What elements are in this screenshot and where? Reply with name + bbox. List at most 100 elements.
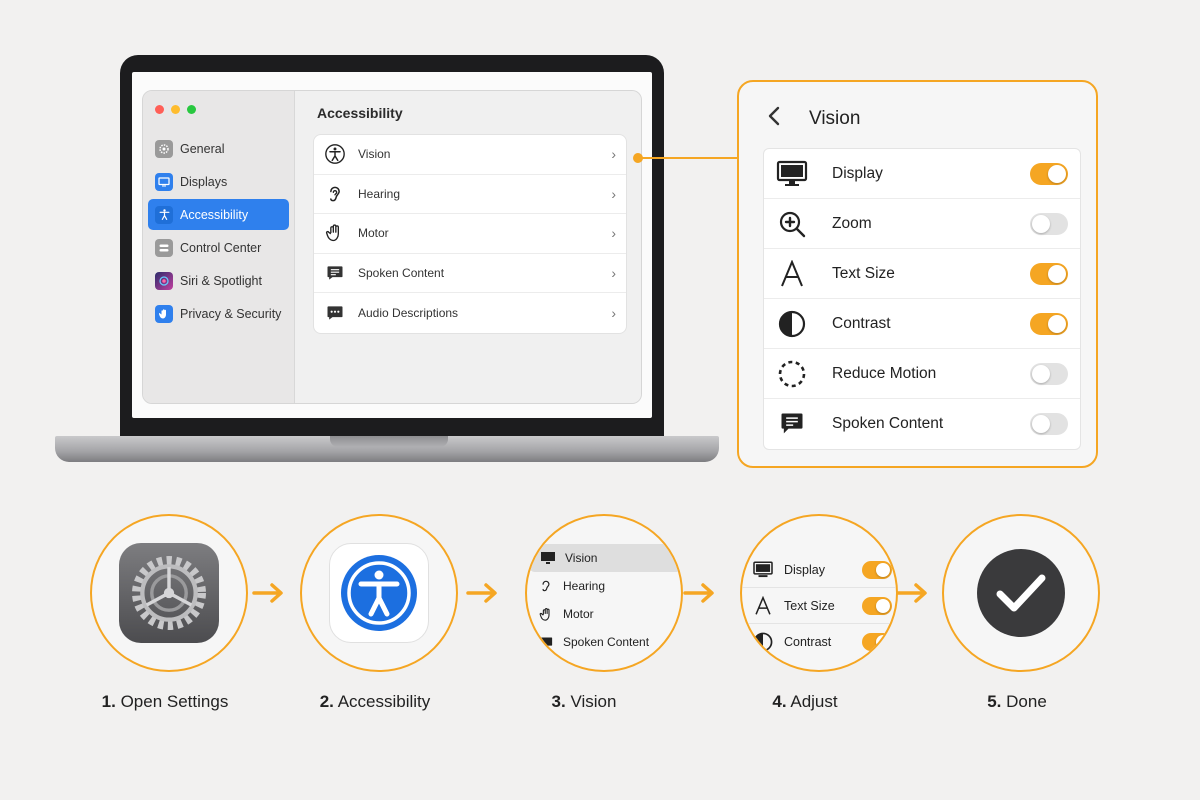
sidebar-item-label: General: [180, 141, 225, 156]
vision-row-reduce-motion: Reduce Motion: [764, 349, 1080, 399]
chevron-right-icon: ›: [611, 304, 616, 321]
step-4-label: 4. Adjust: [772, 692, 838, 711]
list-item-motor[interactable]: Motor ›: [314, 214, 626, 254]
mini-adjust-contrast: Contrast: [742, 624, 896, 660]
display-toggle[interactable]: [1030, 162, 1068, 185]
step-4-circle: Display Text Size Contrast: [740, 514, 898, 672]
step-1-circle: [90, 514, 248, 672]
vision-row-label: Zoom: [832, 214, 872, 232]
mini-item-motor: Motor: [527, 600, 681, 628]
step-5-circle: [942, 514, 1100, 672]
accessibility-icon: [341, 555, 417, 631]
mini-item-label: Vision: [565, 551, 598, 565]
chevron-right-icon: ›: [611, 264, 616, 281]
list-item-hearing[interactable]: Hearing ›: [314, 175, 626, 214]
zoom-window-button[interactable]: [187, 105, 196, 114]
sidebar-item-displays[interactable]: Displays: [148, 166, 289, 197]
mini-item-label: Spoken Content: [563, 635, 650, 649]
vision-panel-header: Vision: [767, 106, 860, 131]
text-size-icon: [776, 258, 808, 290]
connector-line: [641, 157, 763, 159]
contrast-icon: [776, 308, 808, 340]
page-title: Accessibility: [317, 105, 403, 121]
gear-icon: [155, 139, 173, 158]
vision-row-display: Display: [764, 149, 1080, 199]
sidebar-item-accessibility[interactable]: Accessibility: [148, 199, 289, 230]
accessibility-icon: [155, 205, 173, 224]
list-item-audio-descriptions[interactable]: Audio Descriptions ›: [314, 293, 626, 333]
close-window-button[interactable]: [155, 105, 164, 114]
list-item-label: Spoken Content: [358, 265, 445, 280]
mini-text-size-toggle: [862, 596, 892, 615]
arrow-right-icon: [683, 583, 714, 603]
speech-bubble-icon: [776, 408, 808, 440]
list-item-label: Hearing: [358, 186, 401, 201]
text-size-toggle[interactable]: [1030, 262, 1068, 285]
back-chevron-icon[interactable]: [767, 106, 781, 131]
minimize-window-button[interactable]: [171, 105, 180, 114]
ear-icon: [324, 183, 346, 205]
chevron-right-icon: ›: [611, 225, 616, 242]
list-item-vision[interactable]: Vision ›: [314, 135, 626, 175]
step-3-circle: Vision Hearing Motor Spoken Content: [525, 514, 683, 672]
sidebar-item-label: Displays: [180, 174, 228, 189]
hand-icon: [324, 222, 346, 244]
sidebar-item-privacy-security[interactable]: Privacy & Security: [148, 298, 289, 329]
mini-adjust-label: Text Size: [784, 598, 835, 613]
chevron-right-icon: ›: [611, 185, 616, 202]
mini-adjust-text-size: Text Size: [742, 588, 896, 624]
sidebar-item-siri-spotlight[interactable]: Siri & Spotlight: [148, 265, 289, 296]
control-center-icon: [155, 238, 173, 257]
vision-row-label: Display: [832, 164, 883, 182]
ear-icon: [537, 577, 555, 595]
mini-vision-list: Vision Hearing Motor Spoken Content: [527, 544, 681, 656]
mini-contrast-toggle: [862, 633, 892, 651]
vision-row-zoom: Zoom: [764, 199, 1080, 249]
gear-icon: [132, 556, 206, 630]
text-size-icon: [752, 595, 774, 617]
accessibility-list: Vision › Hearing › Motor ›: [313, 134, 627, 334]
step-2-circle: [300, 514, 458, 672]
reduce-motion-toggle[interactable]: [1030, 362, 1068, 385]
zoom-icon: [776, 208, 808, 240]
mini-adjust-label: Display: [784, 562, 825, 577]
display-icon: [155, 172, 173, 191]
sidebar-item-label: Siri & Spotlight: [180, 273, 262, 288]
mini-item-vision: Vision: [529, 544, 681, 572]
arrow-right-icon: [252, 583, 283, 603]
mini-item-label: Hearing: [563, 579, 606, 593]
step-1-label: 1. Open Settings: [101, 692, 229, 711]
vision-row-label: Contrast: [832, 314, 891, 332]
speech-bubble-icon: [537, 633, 555, 651]
sidebar-item-general[interactable]: General: [148, 133, 289, 164]
mini-adjust-display: Display: [742, 552, 896, 588]
vision-panel-title: Vision: [809, 107, 861, 129]
list-item-spoken-content[interactable]: Spoken Content ›: [314, 254, 626, 293]
list-item-label: Vision: [358, 147, 391, 162]
siri-icon: [155, 271, 173, 290]
chevron-right-icon: ›: [611, 146, 616, 163]
vision-panel: Vision Display Zoom Text Size: [737, 80, 1098, 468]
contrast-toggle[interactable]: [1030, 312, 1068, 335]
display-icon: [752, 559, 774, 581]
mini-display-toggle: [862, 560, 892, 579]
arrow-right-icon: [466, 583, 497, 603]
contrast-icon: [752, 631, 774, 653]
hand-icon: [537, 605, 555, 623]
speech-bubble-icon: [324, 262, 346, 284]
display-icon: [539, 549, 557, 567]
vision-settings-list: Display Zoom Text Size Contrast: [763, 148, 1081, 450]
vision-row-spoken-content: Spoken Content: [764, 399, 1080, 449]
connector-dot: [633, 153, 643, 163]
mini-adjust-list: Display Text Size Contrast: [742, 552, 896, 660]
spoken-content-toggle[interactable]: [1030, 413, 1068, 435]
window-controls: [155, 105, 196, 114]
checkmark-icon: [977, 549, 1065, 637]
mini-item-label: Motor: [563, 607, 594, 621]
laptop-notch: [330, 436, 448, 447]
vision-row-contrast: Contrast: [764, 299, 1080, 349]
zoom-toggle[interactable]: [1030, 212, 1068, 235]
sidebar-item-control-center[interactable]: Control Center: [148, 232, 289, 263]
vision-row-text-size: Text Size: [764, 249, 1080, 299]
list-item-label: Motor: [358, 226, 389, 241]
